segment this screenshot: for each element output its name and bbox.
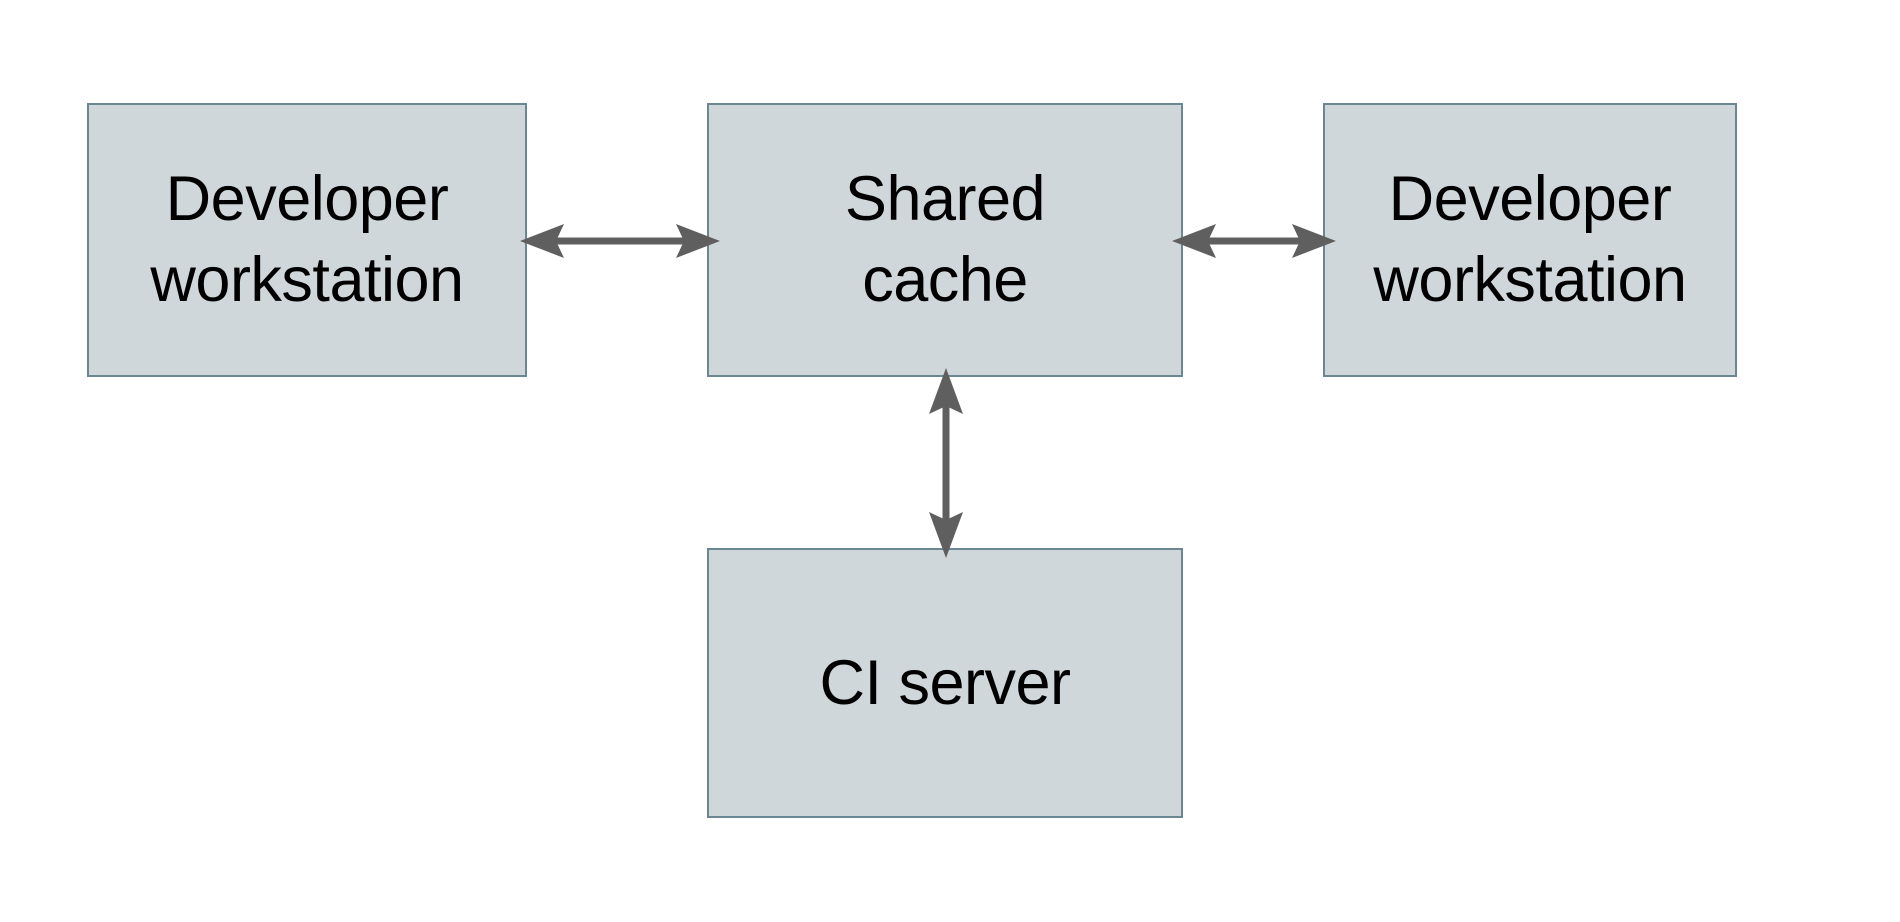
connector-line: [1208, 237, 1300, 245]
node-developer-workstation-left[interactable]: Developer workstation: [87, 103, 527, 377]
connector-line: [942, 406, 950, 520]
connector-shared-cache-to-ci-server[interactable]: [915, 368, 977, 558]
node-shared-cache[interactable]: Shared cache: [707, 103, 1183, 377]
node-developer-workstation-right[interactable]: Developer workstation: [1323, 103, 1737, 377]
node-ci-server[interactable]: CI server: [707, 548, 1183, 818]
connector-line: [556, 237, 684, 245]
connector-developer-workstation-left-to-shared-cache[interactable]: [520, 210, 720, 272]
connector-shared-cache-to-developer-workstation-right[interactable]: [1172, 210, 1336, 272]
